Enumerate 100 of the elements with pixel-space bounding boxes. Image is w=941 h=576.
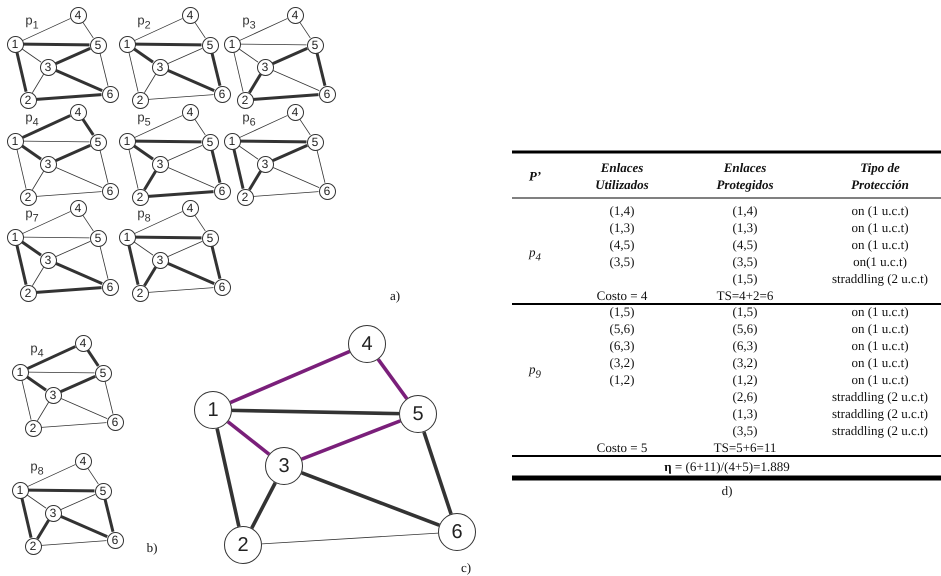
node-circle: 2	[20, 92, 36, 108]
node-circle: 6	[318, 182, 336, 200]
node-circle: 4	[70, 104, 86, 120]
table-cell: (3,5)	[610, 254, 634, 270]
link-line	[23, 42, 90, 46]
node-circle: 5	[306, 36, 324, 54]
path-label: p$_{4}$	[30, 340, 44, 360]
link-line	[262, 532, 438, 544]
link-line	[28, 372, 95, 374]
node-circle: 5	[202, 134, 218, 150]
link-line	[32, 266, 44, 286]
link-line	[134, 115, 183, 138]
row-header: p$_{9}$	[529, 362, 541, 380]
link-line	[226, 420, 270, 456]
path-label: p$_{7}$	[25, 206, 39, 224]
node-circle: 4	[286, 6, 304, 24]
link-line	[55, 241, 91, 257]
panel-label: b)	[146, 540, 158, 556]
table-cell: (1,5)	[732, 304, 758, 320]
link-line	[100, 52, 108, 86]
node-circle: 2	[236, 188, 254, 206]
panel-label: c)	[460, 560, 472, 576]
link-line	[100, 246, 108, 280]
column-header: Enlaces Protegidos	[715, 159, 775, 193]
link-line	[134, 241, 154, 256]
node-circle: 2	[20, 188, 36, 206]
table-cell: on (1 u.c.t)	[851, 355, 909, 371]
node-circle: 3	[256, 58, 274, 76]
node-circle: 1	[6, 228, 24, 246]
link-line	[272, 70, 320, 91]
table-cell: on (1 u.c.t)	[851, 220, 909, 236]
link-line	[32, 170, 44, 190]
path-label: p$_{1}$	[25, 12, 39, 32]
table-cell: Costo = 5	[596, 440, 648, 456]
link-line	[143, 266, 157, 286]
link-line	[210, 150, 222, 184]
path-label: p$_{4}$	[25, 110, 39, 128]
link-line	[272, 167, 320, 188]
link-line	[272, 47, 308, 65]
table-cell: on (1 u.c.t)	[851, 372, 909, 388]
node-circle: 5	[202, 230, 218, 246]
node-circle: 4	[70, 6, 86, 24]
node-circle: 1	[6, 36, 24, 52]
node-circle: 2	[24, 538, 42, 554]
link-line	[36, 520, 50, 540]
link-line	[422, 431, 453, 515]
table-cell: straddling (2 u.c.t)	[832, 406, 928, 422]
node-circle: 6	[106, 532, 124, 548]
link-line	[22, 380, 32, 420]
link-line	[215, 428, 241, 527]
path-label: p$_{5}$	[137, 110, 151, 128]
link-line	[240, 140, 307, 144]
link-line	[32, 74, 44, 94]
node-circle: 3	[44, 386, 62, 404]
table-cell: (1,4)	[610, 203, 634, 219]
node-circle: 1	[118, 132, 136, 150]
table-cell: (2,6)	[732, 389, 758, 405]
link-line	[272, 144, 308, 162]
link-line	[128, 52, 138, 92]
node-circle: 4	[182, 200, 198, 216]
node-circle: 3	[40, 156, 56, 172]
table-cell: (5,6)	[610, 321, 634, 337]
table-cell: (5,6)	[732, 321, 758, 337]
node-circle: 6	[214, 86, 230, 102]
link-line	[167, 69, 215, 92]
link-line	[15, 244, 28, 286]
link-line	[167, 167, 215, 188]
link-line	[250, 482, 277, 529]
table-cell: (4,5)	[610, 237, 634, 253]
node-circle: 4	[70, 200, 86, 216]
table-cell: (3,2)	[732, 355, 758, 371]
link-line	[135, 42, 202, 46]
link-line	[299, 22, 311, 38]
link-line	[134, 211, 183, 234]
node-circle: 2	[20, 284, 36, 302]
link-line	[301, 419, 401, 461]
path-label: p$_{3}$	[242, 12, 256, 32]
node-circle: 6	[438, 513, 476, 551]
node-circle: 4	[74, 452, 92, 470]
link-line	[87, 468, 99, 484]
node-circle: 1	[118, 36, 136, 52]
table-cell: on (1 u.c.t)	[851, 338, 909, 354]
link-line	[148, 190, 214, 198]
table-cell: on(1 u.c.t)	[853, 254, 907, 270]
table-cell: Costo = 4	[596, 288, 648, 304]
node-circle: 3	[152, 252, 168, 268]
table-cell: on (1 u.c.t)	[851, 304, 909, 320]
link-line	[36, 191, 102, 197]
link-line	[316, 150, 326, 184]
table-cell: straddling (2 u.c.t)	[832, 271, 928, 287]
node-circle: 4	[286, 104, 304, 120]
link-line	[135, 236, 202, 240]
node-circle: 1	[12, 482, 28, 498]
link-line	[23, 236, 90, 238]
link-line	[210, 246, 222, 280]
link-line	[60, 494, 96, 510]
link-line	[41, 422, 107, 428]
link-line	[60, 375, 96, 393]
link-line	[253, 93, 319, 101]
link-line	[82, 214, 94, 232]
